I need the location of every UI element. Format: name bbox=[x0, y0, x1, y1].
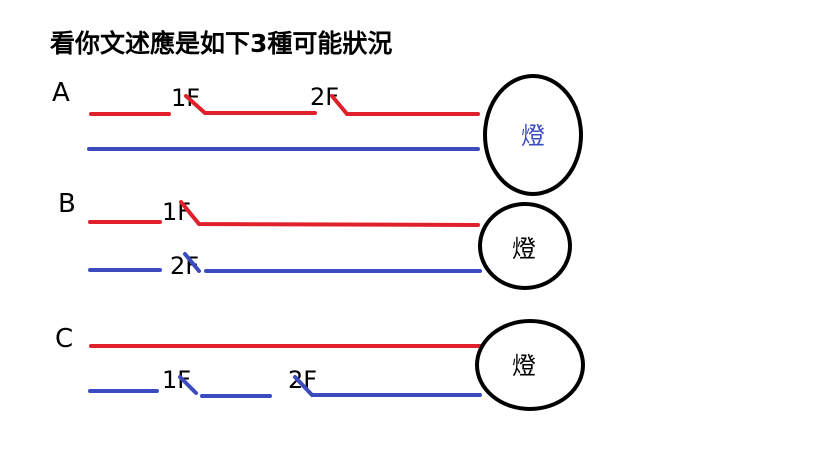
switch-label-2f: 2F bbox=[288, 366, 317, 394]
case-c: C 1F 2F 燈 bbox=[55, 319, 585, 411]
lamp-label: 燈 bbox=[521, 122, 545, 150]
switch-1f-lever bbox=[178, 375, 198, 395]
lamp-label: 燈 bbox=[512, 352, 536, 380]
case-a: A 1F 2F 燈 bbox=[52, 74, 583, 196]
case-label: B bbox=[58, 189, 76, 219]
switch-1f-lever bbox=[184, 94, 317, 115]
switch-label-1f: 1F bbox=[162, 366, 191, 394]
case-label: C bbox=[55, 324, 73, 354]
switch-label-1f: 1F bbox=[162, 198, 191, 226]
lamp-circle bbox=[483, 74, 583, 196]
lamp-circle bbox=[478, 202, 572, 290]
case-b: B 1F 2F 燈 bbox=[58, 189, 572, 290]
switch-2f-lever bbox=[293, 375, 482, 397]
diagram-title: 看你文述應是如下3種可能狀況 bbox=[50, 29, 392, 58]
case-label: A bbox=[52, 78, 70, 108]
switch-1f-lever bbox=[179, 200, 480, 227]
lamp-label: 燈 bbox=[512, 235, 536, 263]
switch-2f-lever bbox=[330, 94, 480, 116]
lamp-circle bbox=[475, 319, 585, 411]
switch-2f-lever bbox=[183, 252, 201, 273]
